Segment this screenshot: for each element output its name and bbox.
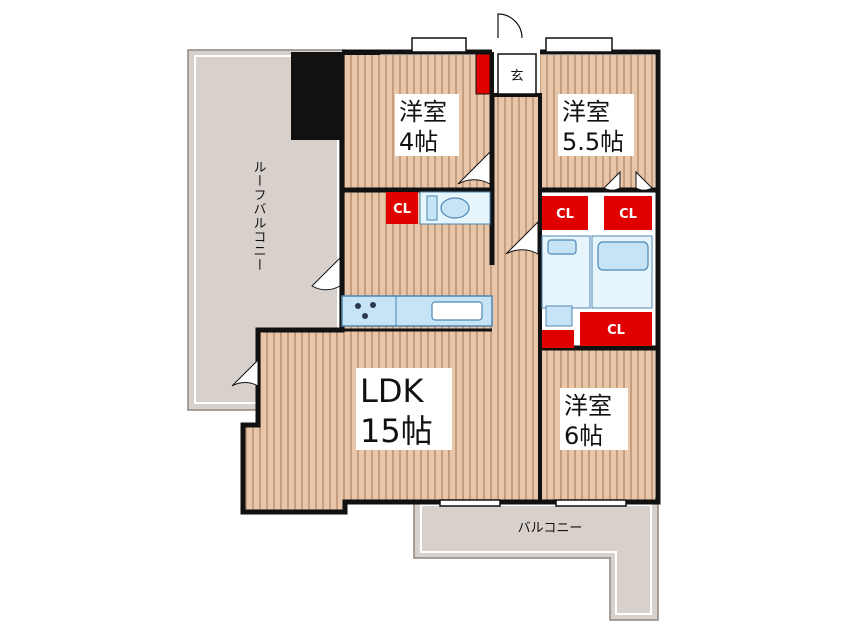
entrance: 玄 <box>475 13 537 95</box>
closet-toilet-side: CL <box>386 192 418 224</box>
room-name-4: 洋室 <box>399 98 447 126</box>
closet-small <box>542 330 574 348</box>
entrance-label: 玄 <box>510 69 523 84</box>
closet-room55-right: CL <box>604 196 652 230</box>
balcony-label: バルコニー <box>518 521 583 536</box>
room-name-55: 洋室 <box>562 98 610 126</box>
door-swings <box>231 150 653 387</box>
windows <box>411 37 627 507</box>
closet-label: CL <box>556 207 574 222</box>
closet-label: CL <box>619 207 637 222</box>
closet-room55-left: CL <box>542 196 588 230</box>
room-size-4: 4帖 <box>399 128 438 156</box>
toilet <box>419 191 491 225</box>
room-size-ldk: 15帖 <box>360 412 433 450</box>
room-labels: 洋室 4帖 洋室 5.5帖 LDK 15帖 洋室 6帖 <box>356 94 634 450</box>
room-size-55: 5.5帖 <box>562 128 624 156</box>
balcony: バルコニー <box>413 497 659 621</box>
closet-room6: CL <box>580 312 652 346</box>
walls <box>240 49 661 515</box>
closet-label: CL <box>607 323 625 338</box>
room-size-6: 6帖 <box>564 422 603 450</box>
bathroom <box>541 235 653 327</box>
room-name-6: 洋室 <box>564 392 612 420</box>
kitchen-counter <box>341 295 493 327</box>
closets: CL CL CL CL <box>386 192 652 348</box>
roof-balcony-label: ルーフバルコニー <box>251 160 267 272</box>
room-name-ldk: LDK <box>360 372 424 410</box>
closet-label: CL <box>393 202 411 217</box>
